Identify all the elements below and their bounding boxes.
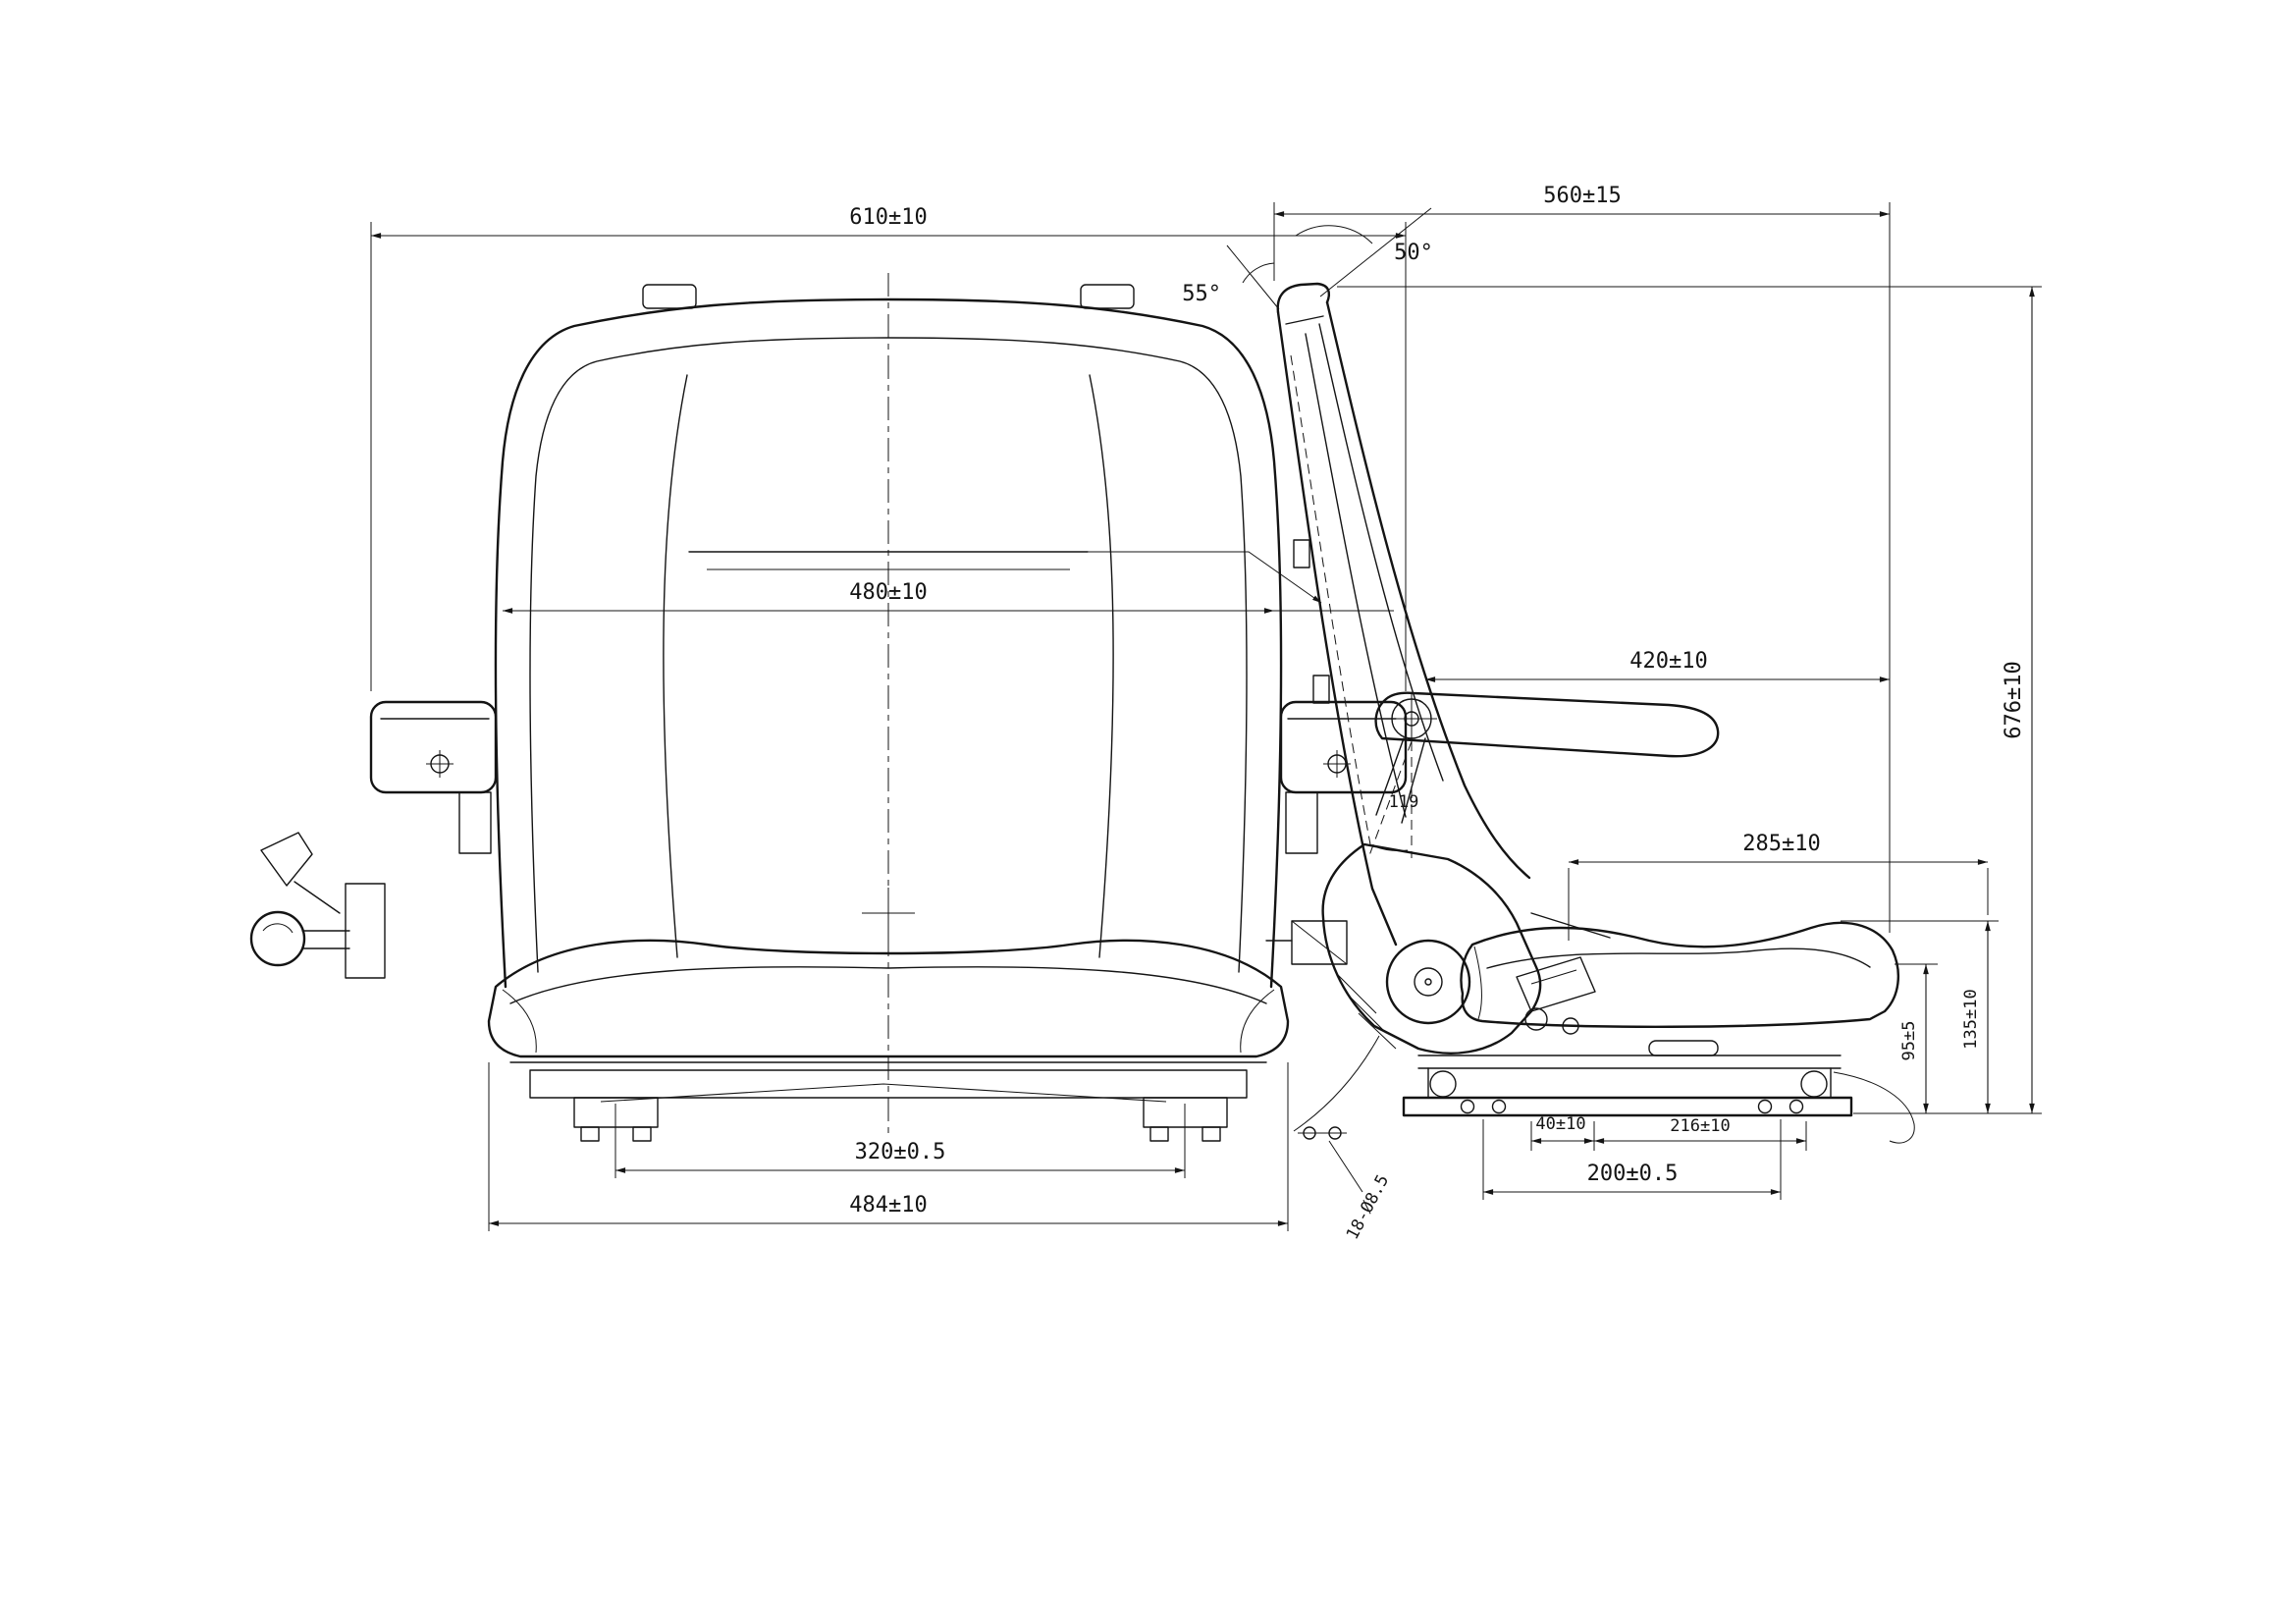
backrest-seam-2 xyxy=(1305,333,1407,818)
dim-label-560: 560±15 xyxy=(1543,184,1621,208)
dim-front-height: 95±5 xyxy=(1895,963,1938,1113)
recline-lever xyxy=(249,832,386,979)
armrest-side xyxy=(1374,691,1720,824)
dim-back-to-front: 420±10 xyxy=(1425,649,1890,682)
cushion-side-seam xyxy=(1486,947,1871,969)
front-view: 610±10 480±10 320±0.5 484±10 xyxy=(249,205,1408,1231)
backrest-rear-edge xyxy=(1276,310,1398,947)
cable-right xyxy=(1833,1071,1915,1144)
angle-label-55: 55° xyxy=(1182,282,1221,306)
side-view: 55° 50° 119 xyxy=(1070,184,2042,1243)
dim-hole-spacing: 200±0.5 xyxy=(1482,1119,1782,1200)
leader-line xyxy=(1070,551,1322,604)
dim-label-320: 320±0.5 xyxy=(855,1140,946,1164)
anchor-holes xyxy=(1298,1126,1347,1140)
backrest-top-cap xyxy=(1276,282,1331,314)
dim-label-480: 480±10 xyxy=(849,580,927,605)
backrest-seam-1 xyxy=(1318,323,1444,782)
armrest-right xyxy=(1279,700,1408,854)
backrest-clip-1 xyxy=(1293,539,1310,568)
cushion-bolster-left xyxy=(502,989,537,1054)
dim-label-200: 200±0.5 xyxy=(1587,1162,1679,1186)
dim-base-width: 484±10 xyxy=(488,1062,1289,1231)
latch-right xyxy=(1265,920,1348,965)
dim-label-216: 216±10 xyxy=(1670,1116,1730,1136)
angle-label-50: 50° xyxy=(1394,241,1433,265)
backrest-top-tab-right xyxy=(1080,284,1135,309)
dim-label-420: 420±10 xyxy=(1629,649,1707,674)
note-label-holes: 18-Ø8.5 xyxy=(1343,1171,1393,1243)
cushion-outline xyxy=(487,939,1290,1058)
dim-overall-depth: 560±15 xyxy=(1273,184,1891,933)
dim-label-484: 484±10 xyxy=(849,1193,927,1217)
backrest-seam-dashed xyxy=(1290,354,1371,845)
backrest-stitch-left xyxy=(663,374,688,958)
backrest-front-edge xyxy=(1325,300,1531,880)
dim-label-119: 119 xyxy=(1389,792,1419,812)
hole-note: 18-Ø8.5 xyxy=(1328,1140,1393,1243)
base-assembly xyxy=(509,1061,1267,1142)
cushion-bolster-right xyxy=(1240,989,1275,1054)
armrest-left xyxy=(369,700,498,854)
dim-backrest-width: 480±10 xyxy=(503,580,1394,614)
angle-top-tip: 55° xyxy=(1182,244,1280,310)
cushion-side-bolster xyxy=(1473,946,1482,1020)
base-side xyxy=(1402,1040,1853,1117)
backrest-clip-2 xyxy=(1312,675,1330,704)
center-mark xyxy=(862,888,915,939)
dim-cushion-depth: 285±10 xyxy=(1568,832,1989,941)
dim-label-40: 40±10 xyxy=(1535,1114,1585,1134)
dim-armrest-ref: 119 xyxy=(1367,740,1419,859)
cable-left xyxy=(1293,1035,1380,1132)
angle-backrest: 50° xyxy=(1295,207,1433,298)
dim-label-676: 676±10 xyxy=(2002,661,2026,738)
dim-label-95: 95±5 xyxy=(1899,1021,1919,1061)
dim-label-135: 135±10 xyxy=(1961,989,1981,1049)
cushion-seam xyxy=(509,966,1267,1004)
backrest-outline xyxy=(494,298,1283,989)
backrest-stitch-right xyxy=(1089,374,1114,958)
dim-rail-length: 216±10 40±10 xyxy=(1530,1114,1807,1151)
cushion-side-outline xyxy=(1460,921,1899,1028)
suspension-mechanism xyxy=(1321,842,1611,1055)
dim-overall-height: 676±10 xyxy=(1337,286,2042,1114)
dim-rail-spacing: 320±0.5 xyxy=(614,1104,1186,1178)
dim-label-610: 610±10 xyxy=(849,205,927,230)
dim-cushion-height: 135±10 xyxy=(1841,920,1999,1113)
backrest-cap-line xyxy=(1285,315,1324,325)
dim-label-285: 285±10 xyxy=(1742,832,1820,856)
backrest-top-tab-left xyxy=(642,284,697,309)
